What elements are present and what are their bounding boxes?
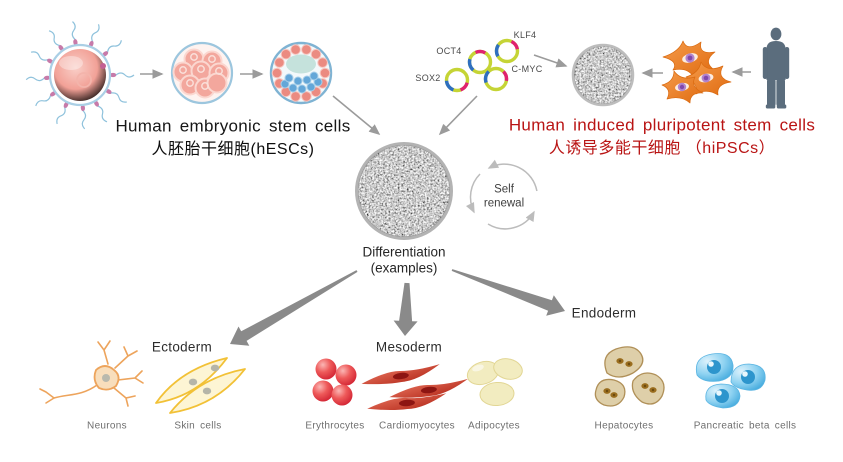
cell-type-label-cardiomyocytes: Cardiomyocytes xyxy=(379,420,455,432)
germ-layer-label-endoderm: Endoderm xyxy=(571,305,637,321)
sox2-plasmid-icon xyxy=(444,67,470,93)
factor-label-cmyc: C-MYC xyxy=(511,64,543,75)
klf4-plasmid-icon xyxy=(494,38,520,64)
differentiation-arrow-left xyxy=(230,270,358,346)
stem-cell-colony-illustration xyxy=(355,142,453,240)
cell-type-label-skin-cells: Skin cells xyxy=(174,420,222,432)
blastocyst-illustration xyxy=(269,41,333,105)
plasmid-icons xyxy=(444,38,520,93)
cardiomyocytes-icon xyxy=(360,364,470,412)
arrow-plasmids-to-central-colony xyxy=(438,95,478,136)
self-renewal-label-line1: Self xyxy=(494,183,514,196)
self-renewal-cycle-icon xyxy=(465,159,538,230)
differentiation-label-line2: (examples) xyxy=(370,260,438,276)
fertilized-egg-illustration xyxy=(25,20,135,130)
germ-layer-label-ectoderm: Ectoderm xyxy=(151,339,213,355)
hesc-title-en: Human embryonic stem cells xyxy=(115,116,351,136)
skin-cells-icon xyxy=(155,357,246,414)
oct4-plasmid-icon xyxy=(467,49,493,75)
differentiation-arrow-middle xyxy=(393,282,418,336)
human-silhouette xyxy=(762,27,790,109)
germ-layer-label-mesoderm: Mesoderm xyxy=(375,339,443,355)
self-renewal-label-line2: renewal xyxy=(483,197,525,210)
adipocytes-icon xyxy=(466,358,523,407)
morula-illustration xyxy=(170,41,234,105)
neuron-icon xyxy=(39,340,144,407)
cell-type-label-pancreatic-beta-cells: Pancreatic beta cells xyxy=(693,420,797,432)
cmyc-plasmid-icon xyxy=(483,66,509,92)
arrow-blastocyst-to-colony xyxy=(332,95,381,136)
ipsc-colony-illustration xyxy=(571,43,635,107)
erythrocytes-icon xyxy=(312,358,357,406)
differentiation-arrow-right xyxy=(451,269,565,316)
fibroblasts-illustration xyxy=(661,40,732,104)
cell-type-label-neurons: Neurons xyxy=(87,420,127,432)
factor-label-sox2: SOX2 xyxy=(415,73,441,84)
differentiation-label-line1: Differentiation xyxy=(362,244,446,260)
arrow-plasmids-to-ipsc-colony xyxy=(533,54,568,68)
factor-label-oct4: OCT4 xyxy=(436,46,462,57)
hesc-title-zh: 人胚胎干细胞(hESCs) xyxy=(151,141,315,159)
cell-type-label-erythrocytes: Erythrocytes xyxy=(305,420,365,432)
cell-type-label-adipocytes: Adipocytes xyxy=(468,420,520,432)
factor-label-klf4: KLF4 xyxy=(513,30,537,41)
hipsc-title-en: Human induced pluripotent stem cells xyxy=(508,115,816,135)
pancreatic-beta-cells-icon xyxy=(695,353,766,409)
hepatocytes-icon xyxy=(594,346,665,407)
cell-type-label-hepatocytes: Hepatocytes xyxy=(594,420,654,432)
hipsc-title-zh: 人诱导多能干细胞 （hiPSCs） xyxy=(548,140,776,158)
